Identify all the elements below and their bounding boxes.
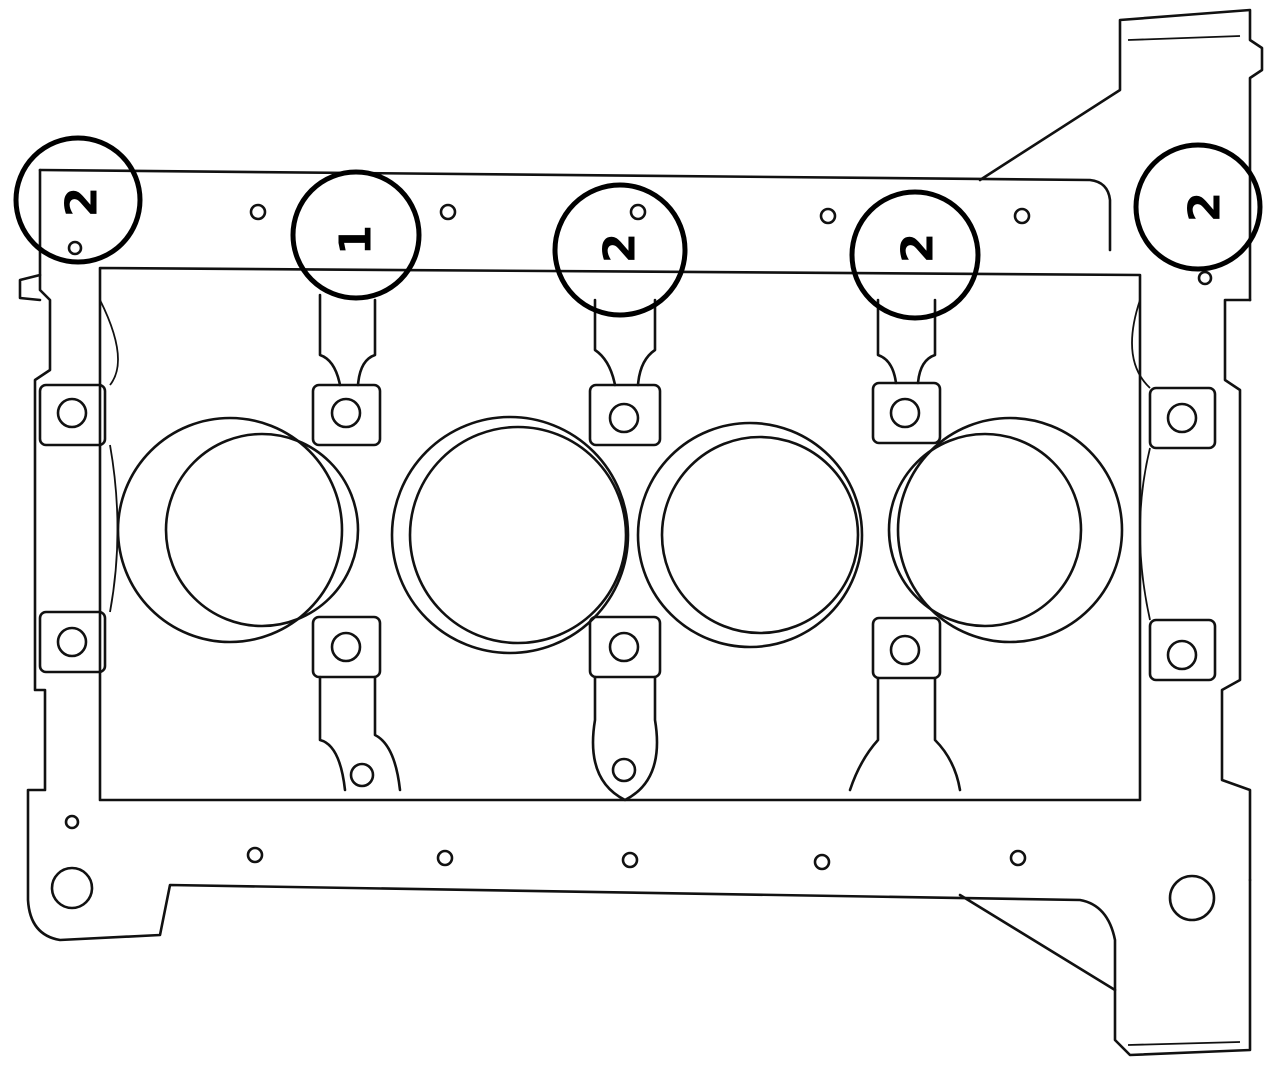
marker-5-label: 2 [1180, 192, 1231, 223]
bearing-webs [38, 293, 1217, 802]
cylinder-bores [116, 415, 1124, 655]
marker-5: 2 [1133, 142, 1263, 272]
marker-2-label: 1 [331, 225, 382, 256]
inner-frame [98, 266, 1142, 802]
callout-markers: 2 1 2 2 2 [13, 135, 1263, 321]
marker-1: 2 [13, 135, 143, 265]
block-outline [18, 8, 1264, 1057]
marker-3: 2 [552, 182, 688, 318]
marker-4: 2 [849, 189, 981, 321]
marker-4-label: 2 [893, 233, 944, 264]
flange-holes [50, 203, 1216, 922]
bearing-bolt-holes [56, 397, 1198, 788]
marker-1-label: 2 [57, 187, 108, 218]
marker-3-label: 2 [595, 233, 646, 264]
marker-2: 1 [290, 169, 422, 301]
